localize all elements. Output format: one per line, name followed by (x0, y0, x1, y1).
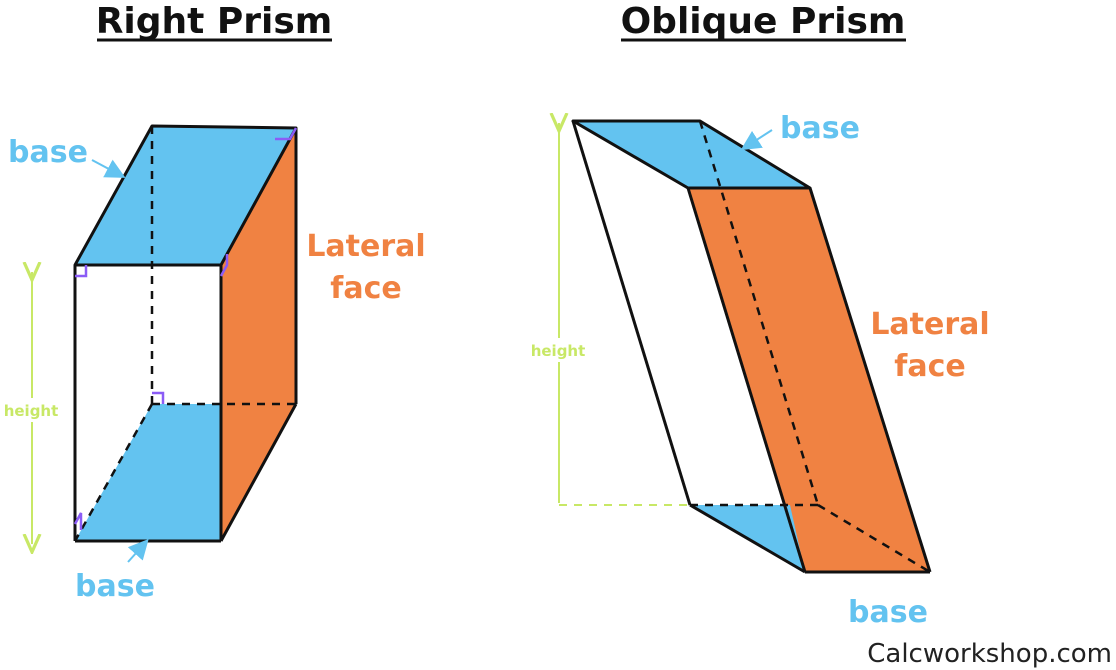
right-angle-marker-bottom-left (73, 512, 83, 530)
right-prism-bottom-base-label: base (75, 569, 155, 604)
oblique-prism-edge-left (571, 120, 692, 506)
right-prism-title: Right Prism (96, 1, 333, 42)
oblique-prism-edge-front-right (808, 187, 932, 573)
right-prism-bottom-base (75, 404, 221, 541)
right-prism: height base base Lateral face (2, 124, 426, 604)
oblique-prism-title: Oblique Prism (621, 1, 906, 42)
right-prism-lateral-label-line2: face (330, 271, 401, 306)
right-prism-top-base (75, 126, 296, 265)
right-prism-height-label: height (4, 402, 59, 420)
oblique-prism: height base base Lateral face (526, 111, 990, 630)
right-prism-bottom-base-arrow (127, 539, 149, 563)
oblique-prism-top-base (573, 121, 810, 188)
right-prism-top-base-label: base (8, 135, 88, 170)
right-angle-markers (73, 127, 298, 530)
oblique-prism-lateral-label-line2: face (894, 349, 965, 384)
oblique-prism-top-base-arrow (740, 129, 773, 151)
oblique-prism-lateral-face (688, 188, 930, 572)
oblique-prism-bottom-base-label: base (848, 595, 928, 630)
oblique-prism-edge-front-left (686, 187, 807, 573)
oblique-prism-lateral-label-line1: Lateral (870, 307, 989, 342)
right-prism-height-label-bg (2, 398, 62, 422)
right-prism-edge-bottom-right (219, 403, 298, 542)
right-angle-marker-front-right (219, 254, 229, 277)
right-prism-top-base-arrow (91, 159, 126, 178)
credit-watermark: Calcworkshop.com (867, 639, 1112, 669)
right-angle-marker-front-left (75, 265, 88, 278)
right-angle-marker-hidden (152, 391, 165, 404)
right-angle-marker-top-back (275, 127, 298, 141)
right-prism-hidden-edge-left (73, 403, 154, 542)
right-prism-lateral-label-line1: Lateral (306, 229, 425, 264)
oblique-prism-height-label-bg (526, 338, 590, 362)
oblique-prism-hidden-edge-vertical (698, 120, 820, 506)
oblique-prism-edge-bottom-left (689, 503, 806, 574)
oblique-prism-hidden-edge-right (817, 503, 931, 574)
oblique-prism-top-base-label: base (780, 111, 860, 146)
oblique-prism-height-label: height (531, 342, 586, 360)
